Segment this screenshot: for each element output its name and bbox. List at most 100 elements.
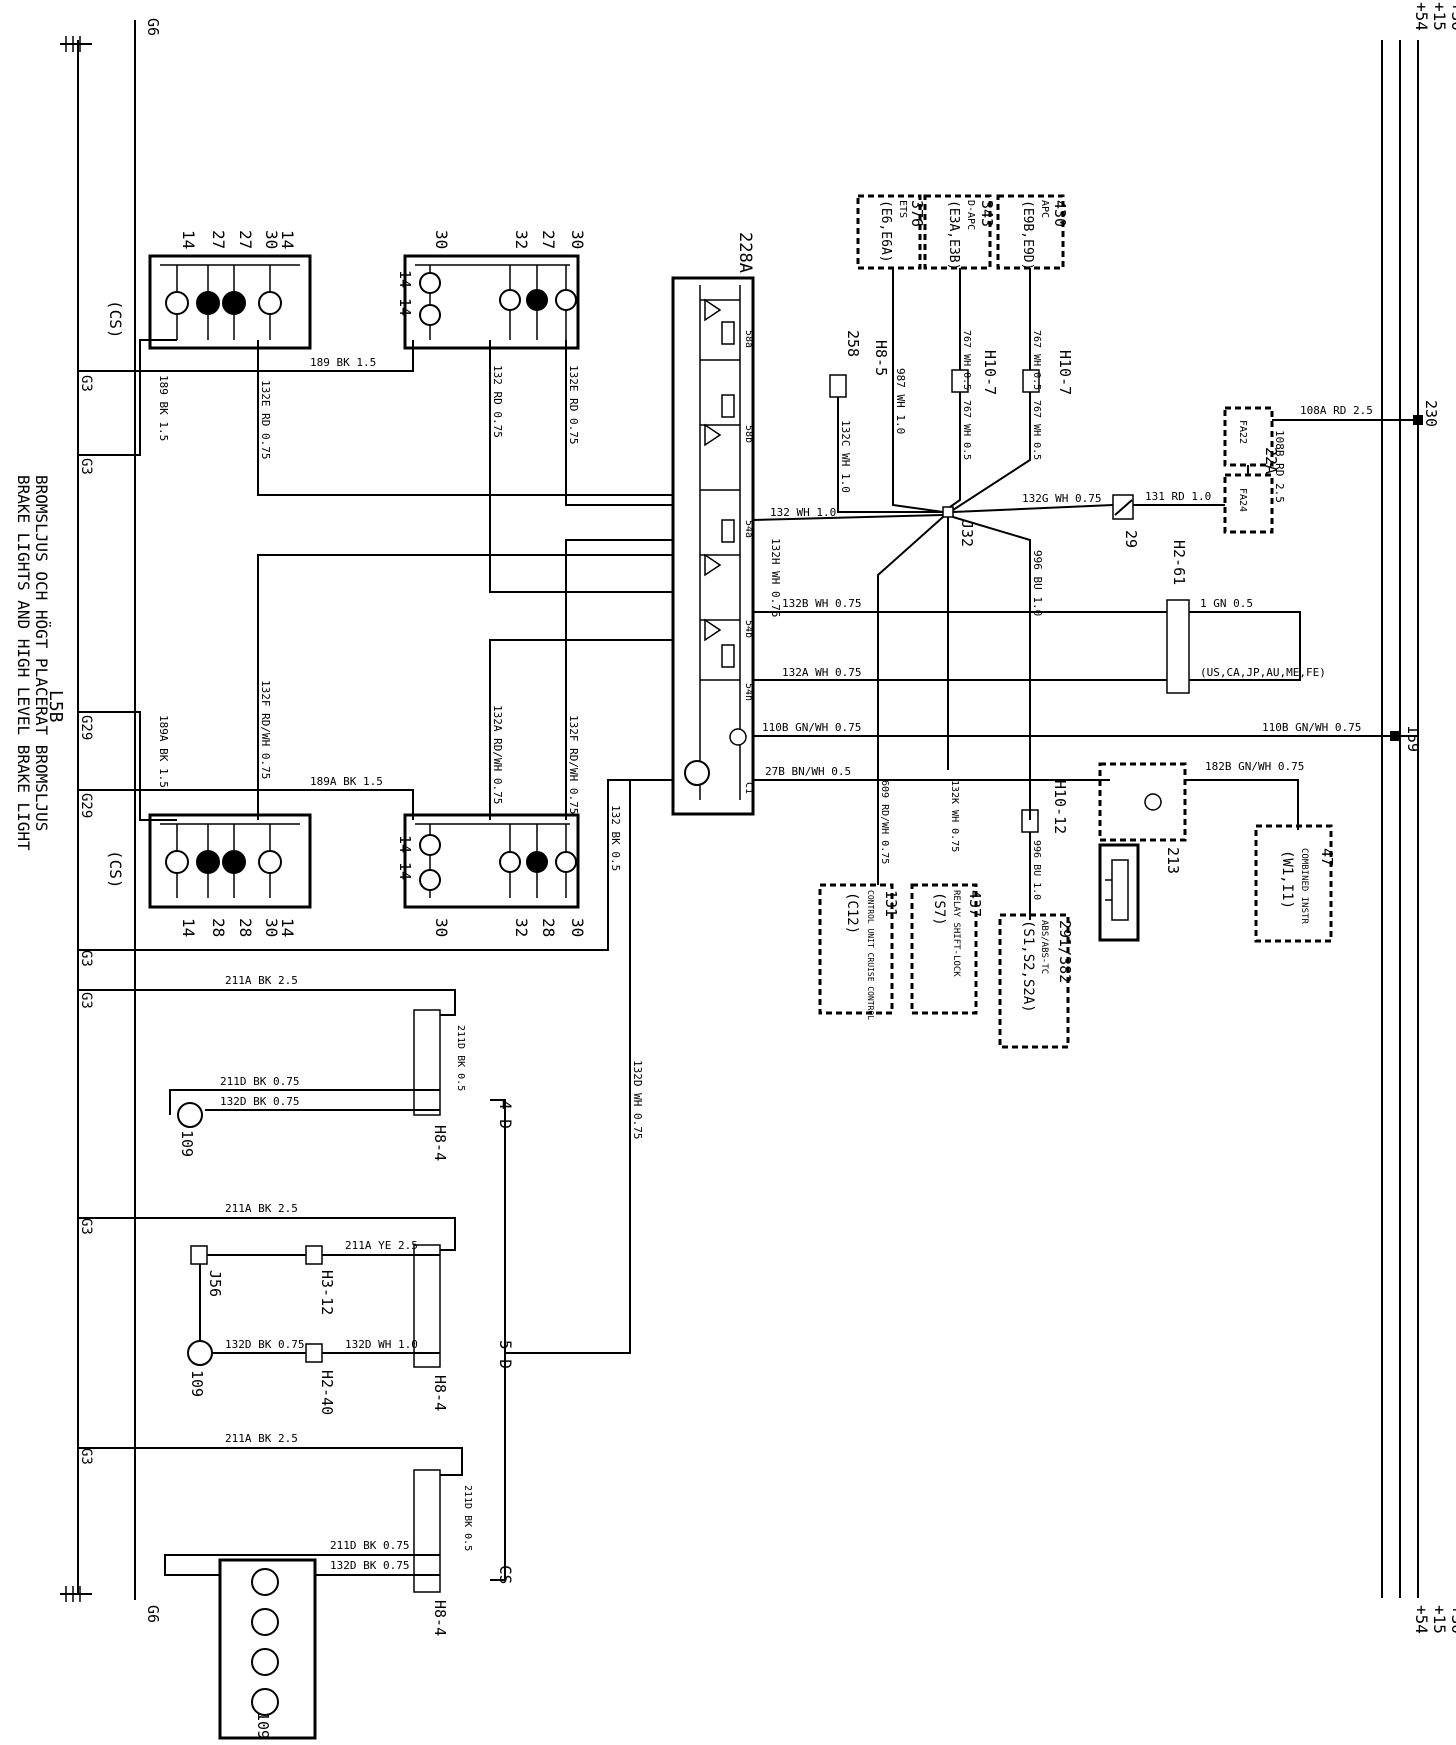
rail-label-plus54-top: +54 [1412,2,1431,31]
lbl-pin-2: 28 [209,918,228,937]
lbm-sub-1: 14 [396,835,414,853]
wire-label-767-a: 767 WH 0.5 [961,330,972,390]
wire-label-211a-ye: 211A YE 2.5 [345,1239,418,1252]
wire-label-211a-cs: 211A BK 2.5 [225,1432,298,1445]
module-228a-term-54h: 54h [743,683,754,701]
splice-j32-id: J32 [958,520,976,547]
lbm-pin-3: 28 [539,918,558,937]
fuse-fa24: FA24 [1237,488,1248,512]
ltm-pin-1: 30 [432,230,451,249]
lbm-pin-4: 30 [568,918,587,937]
diagram-title: L5B BROMSLJUS OCH HÖGT PLACERAT BROMSLJU… [14,475,66,851]
hl5d-h2-40: H2-40 [318,1370,336,1415]
dapc-343-codes: (E3A,E3B) [946,200,961,270]
wire-label-132d-cs: 132D BK 0.75 [330,1559,409,1572]
wire-label-132a-rdwh: 132A RD/WH 0.75 [491,705,504,804]
ltl-variant: (CS) [106,300,125,339]
left-ground-rail: G6 G6 G3 G3 G29 G29 G3 G3 G3 G3 [60,18,162,1623]
variant-bracket: 132D WH 0.75 [490,780,644,1581]
ground-symbol-top [60,36,92,52]
ltl-pin-4: 30 [262,230,281,249]
rail-label-plus15-top: +15 [1430,2,1449,31]
wire-label-132f-mid: 132F RD/WH 0.75 [567,715,580,814]
apc-430-label: APC [1039,200,1050,218]
right-power-rails: +30 +15 +54 +30 +15 +54 [1381,2,1456,1634]
wire-label-189-vert: 189 BK 1.5 [157,375,170,441]
wire-label-132-wh: 132 WH 1.0 [770,506,836,519]
rail-label-g6-top: G6 [144,18,162,36]
ets-376-id: 376 [908,200,926,227]
connector-258-id: 258 [844,330,862,357]
hl5d-j56: J56 [206,1270,224,1297]
lamp-unit-top-mid: 30 32 27 30 14 14 [396,230,587,350]
abs-291-382-id: 291/382 [1056,920,1074,983]
ground-label-g3-1: G3 [78,375,94,392]
wire-label-182b: 182B GN/WH 0.75 [1205,760,1304,773]
abs-291-382-label: ABS/ABS-TC [1039,920,1049,974]
module-228a-term-c1: C1 [743,782,754,794]
switch-and-fuses: 29 131 RD 1.0 22A FA22 FA24 230 108A RD … [1112,400,1440,548]
wire-label-132k: 132K WH 0.75 [949,780,960,852]
lower-right-area: 159 110B GN/WH 0.75 110B GN/WH 0.75 27B … [753,721,1422,943]
ltm-sub-2: 14 [396,298,414,316]
hl5d-h3-12: H3-12 [318,1270,336,1315]
rail-label-plus15-bottom: +15 [1430,1605,1449,1634]
module-228a-id: 228A [735,232,755,273]
module-228a-term-54b: 54b [743,620,754,638]
lbl-pin-1: 14 [179,918,198,937]
wire-label-132b: 132B WH 0.75 [782,597,861,610]
ltm-pin-3: 27 [539,230,558,249]
dapc-343-label: D-APC [965,200,976,230]
ground-label-g29-1: G29 [78,715,94,740]
wire-label-132a-wh: 132A WH 0.75 [782,666,861,679]
h2-61-markets: (US,CA,JP,AU,ME,FE) [1200,666,1326,679]
connector-h10-12-id: H10-12 [1051,780,1069,834]
cruise-131-label: CONTROL UNIT CRUISE CONTROL [866,890,875,1020]
hl5d-lamp-id: 109 [188,1370,206,1397]
wires-lamps-to-module: 189 BK 1.5 189 BK 1.5 189A BK 1.5 189A B… [78,339,673,951]
ltl-pin-1: 14 [179,230,198,249]
ltm-sub-1: 14 [396,270,414,288]
ground-label-g3-6: G3 [78,1448,94,1465]
shiftlock-437-id: 437 [966,890,984,917]
instrument-47-id: 47 [1318,848,1336,866]
switch-29-id: 29 [1122,530,1140,548]
connector-h10-7a-id: H10-7 [981,350,999,395]
dapc-343-id: 343 [978,200,996,227]
lamp-unit-top-left: 14 27 27 30 14 (CS) [106,230,312,350]
wire-label-132d-wh: 132D WH 1.0 [345,1338,418,1351]
wire-label-189a-vert: 189A BK 1.5 [157,715,170,788]
wire-label-996-bottom: 996 BU 1.0 [1031,840,1042,900]
wire-label-211d75-4d: 211D BK 0.75 [220,1075,299,1088]
wire-label-132c: 132C WH 1.0 [839,420,852,493]
rail-label-plus54-bottom: +54 [1412,1605,1431,1634]
lbm-sub-2: 14 [396,862,414,880]
wire-label-1-gn: 1 GN 0.5 [1200,597,1253,610]
lbl-pin-3: 28 [236,918,255,937]
title-swedish: BROMSLJUS OCH HÖGT PLACERAT BROMSLJUS [32,475,51,831]
ground-label-g3-4: G3 [78,992,94,1009]
ltm-pin-2: 32 [512,230,531,249]
fuse-fa22: FA22 [1237,420,1248,444]
hlcs-connector-id: H8-4 [431,1600,449,1636]
wire-label-132d-wh-long: 132D WH 0.75 [631,1060,644,1139]
rail-label-plus30-top: +30 [1448,2,1456,31]
cruise-131-id: 131 [882,890,900,917]
wire-label-27b: 27B BN/WH 0.5 [765,765,851,778]
wire-label-767-b: 767 WH 0.5 [961,400,972,460]
shiftlock-437-codes: (S7) [931,892,947,926]
ground-label-g3-5: G3 [78,1218,94,1235]
module-228a-term-54a: 54a [743,520,754,538]
fuse-box-22a-id: 22A [1262,447,1280,474]
switch-213-id: 213 [1164,847,1182,874]
apc-430-codes: (E9B,E9D) [1020,200,1035,270]
wire-label-189-top: 189 BK 1.5 [310,356,376,369]
control-units-top: 376 ETS (E6,E6A) 343 D-APC (E3A,E3B) 430… [829,194,1074,398]
h2-61-area: H2-61 132B WH 0.75 132A WH 0.75 1 GN 0.5… [753,540,1326,694]
lamp-unit-bottom-mid: 30 32 28 30 14 14 [396,813,587,937]
hl4d-lamp-id: 109 [178,1130,196,1157]
lbl-variant: (CS) [106,850,125,889]
wire-label-132-rd: 132 RD 0.75 [491,365,504,438]
connector-h2-61-id: H2-61 [1170,540,1188,585]
